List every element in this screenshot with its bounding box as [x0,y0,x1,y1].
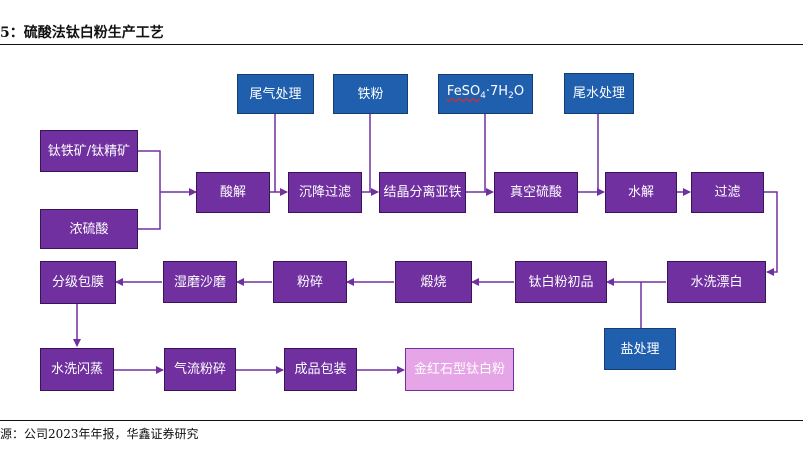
tail-gas-treatment-box: 尾气处理 [237,74,314,114]
figure-title: 5：硫酸法钛白粉生产工艺 [0,25,164,41]
classify-coating-box: 分级包膜 [40,261,116,304]
calcination-box: 煅烧 [395,261,472,303]
jet-milling-box: 气流粉碎 [164,348,236,391]
vacuum-sulfuric-acid-box: 真空硫酸 [494,172,578,213]
feso4-formula-sub-4: 4 [480,91,486,101]
bottom-rule [0,420,803,421]
settle-filter-box: 沉降过滤 [288,172,362,213]
feso4-formula-sub-2: 2 [508,91,514,101]
ilmenite-ore-box: 钛铁矿/钛精矿 [40,130,138,172]
crude-titanium-dioxide-box: 钛白粉初品 [515,261,607,303]
feso4-formula-hydrate: ·7H [485,84,509,99]
filter-box: 过滤 [691,172,764,213]
concentrated-sulfuric-acid-box: 浓硫酸 [40,209,138,249]
feso4-7h2o-box: FeSO4·7H2O [438,74,533,114]
hydrolysis-box: 水解 [605,172,677,213]
connector-acid [138,192,161,230]
feso4-formula-main: FeSO [446,84,481,99]
wash-flash-dry-box: 水洗闪蒸 [40,348,114,391]
top-rule [0,44,803,45]
arrow-filter-to-wash-bleach [764,191,778,276]
iron-powder-box: 铁粉 [333,74,408,114]
wet-grinding-box: 湿磨沙磨 [163,261,237,303]
connector-ore [138,150,161,192]
source-note: 源：公司2023年年报，华鑫证券研究 [0,427,199,441]
salt-treatment-box: 盐处理 [604,328,676,370]
wash-bleach-box: 水洗漂白 [667,261,766,303]
product-packaging-box: 成品包装 [284,348,357,391]
wastewater-treatment-box: 尾水处理 [564,73,634,114]
crystallize-iron-box: 结晶分离亚铁 [379,172,466,213]
feso4-formula-oxygen: O [513,84,525,99]
crushing-box: 粉碎 [273,261,347,303]
rutile-titanium-dioxide-box: 金红石型钛白粉 [405,348,514,391]
acidolysis-box: 酸解 [196,172,270,213]
